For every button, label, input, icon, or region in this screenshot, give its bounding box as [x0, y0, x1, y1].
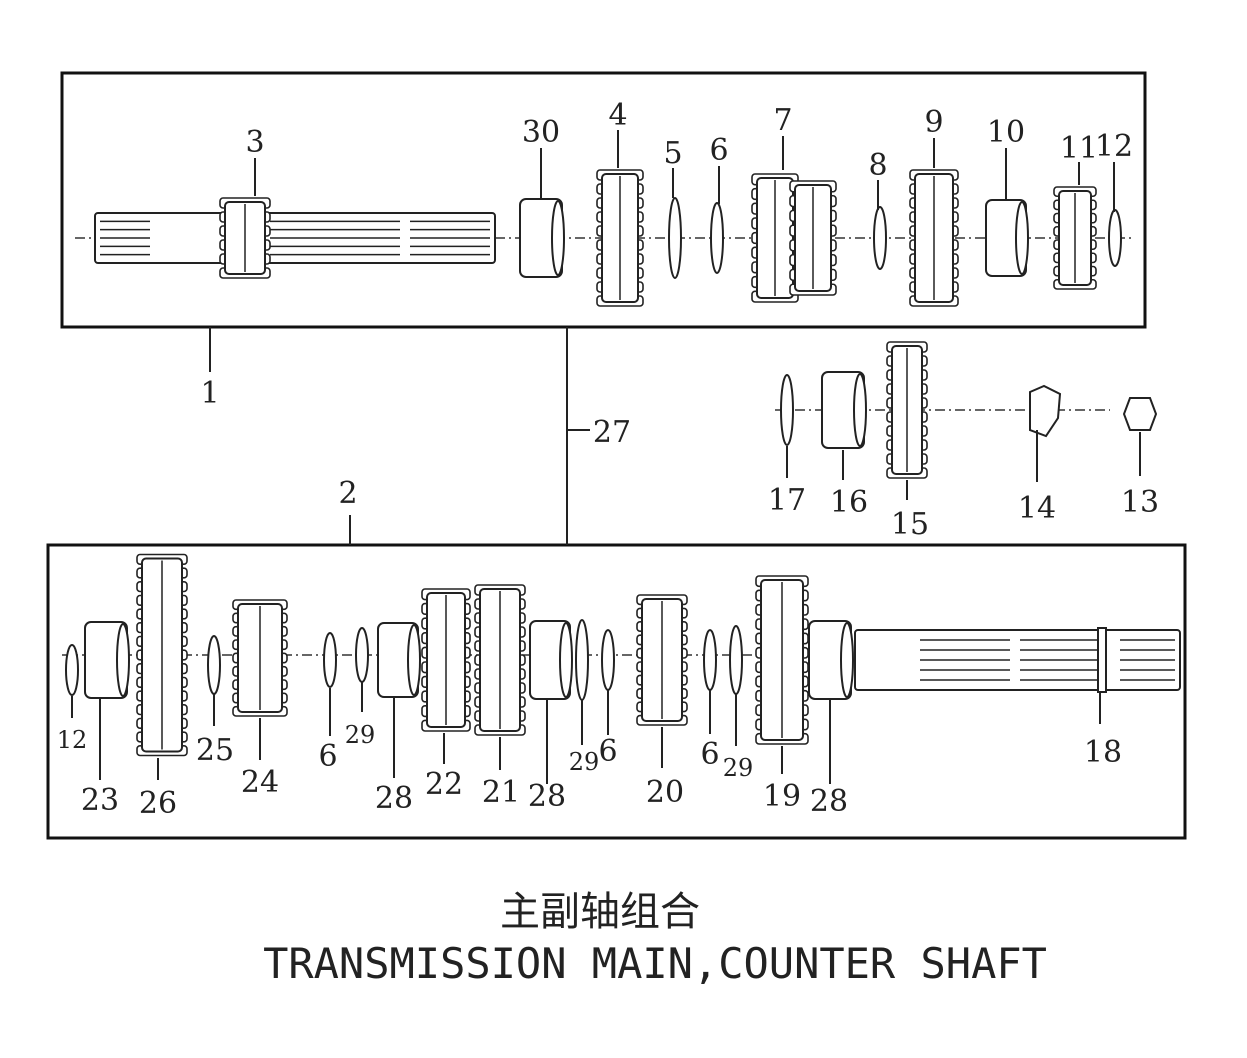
washer-6 [710, 202, 724, 274]
callout-20: 20 [646, 775, 684, 810]
washer-17 [780, 374, 794, 446]
callout-10: 10 [987, 115, 1025, 150]
callout-1: 1 [200, 376, 219, 411]
bearing-28-c [808, 620, 854, 700]
callout-29-a: 29 [345, 721, 376, 749]
callout-28-b: 28 [528, 779, 566, 814]
circlip-29-c [729, 625, 743, 695]
callout-4: 4 [608, 98, 627, 133]
washer-12 [1108, 209, 1122, 267]
gear-19 [755, 575, 809, 745]
bearing-28-b [529, 620, 573, 700]
counter-shaft [854, 629, 1181, 691]
gear-4 [596, 169, 644, 307]
callout-6-a: 6 [318, 739, 337, 774]
bearing-10 [985, 199, 1029, 277]
gear-21 [474, 584, 526, 736]
callout-30: 30 [522, 115, 560, 150]
circlip-5 [668, 197, 682, 279]
callout-27: 27 [593, 415, 631, 450]
gear-26 [136, 553, 188, 757]
callout-12: 12 [1095, 129, 1133, 164]
washer-6-b [601, 629, 615, 691]
callout-19: 19 [763, 779, 801, 814]
gear-22 [421, 588, 471, 732]
callout-13: 13 [1121, 485, 1159, 520]
callout-11: 11 [1060, 131, 1098, 166]
callout-29-c: 29 [723, 754, 754, 782]
main-shaft-frame [60, 71, 1147, 329]
callout-16: 16 [830, 485, 868, 520]
shaft-collar-18 [1097, 627, 1107, 693]
callout-6-b: 6 [598, 734, 617, 769]
callout-24: 24 [241, 765, 279, 800]
callout-18: 18 [1084, 735, 1122, 770]
callout-28-a: 28 [375, 781, 413, 816]
callout-17: 17 [768, 483, 806, 518]
callout-2: 2 [338, 476, 357, 511]
washer-6-c [703, 629, 717, 691]
callout-29-b: 29 [569, 748, 600, 776]
parts-group [65, 169, 1181, 757]
callout-26: 26 [139, 786, 177, 821]
washer-6-a [323, 632, 337, 688]
lock-washer-14 [1029, 384, 1062, 438]
counter-shaft-frame [46, 543, 1187, 840]
title-chinese: 主副轴组合 [500, 889, 700, 935]
callout-8: 8 [868, 148, 887, 183]
callout-21: 21 [482, 775, 520, 810]
circlip-29-a [355, 627, 369, 683]
callout-7: 7 [773, 103, 792, 138]
bearing-28-a [377, 622, 421, 698]
callout-6-c: 6 [700, 737, 719, 772]
bearing-30 [519, 198, 565, 278]
callout-25: 25 [196, 733, 234, 768]
callout-22: 22 [425, 767, 463, 802]
callout-12-bottom: 12 [57, 726, 88, 754]
callout-3: 3 [245, 125, 264, 160]
callout-28-c: 28 [810, 784, 848, 819]
callout-23: 23 [81, 783, 119, 818]
leader-lines [71, 130, 1141, 784]
callout-6: 6 [709, 133, 728, 168]
callout-5: 5 [663, 136, 682, 171]
nut-13 [1122, 397, 1158, 431]
gear-24 [232, 599, 288, 717]
circlip-29-b [575, 619, 589, 701]
sprocket-15 [886, 341, 928, 479]
gear-9 [909, 169, 959, 307]
bearing-16 [821, 371, 867, 449]
gear-11 [1053, 186, 1097, 290]
callout-15: 15 [891, 507, 929, 542]
gear-3 [219, 197, 271, 279]
bearing-23 [84, 621, 130, 699]
title-english: TRANSMISSION MAIN,COUNTER SHAFT [263, 939, 1047, 988]
main-shaft [94, 212, 496, 264]
callout-14: 14 [1018, 491, 1056, 526]
gear-7 [751, 173, 799, 303]
gear-20 [636, 594, 688, 726]
washer-25 [207, 635, 221, 695]
callout-9: 9 [924, 105, 943, 140]
circlip-8 [873, 206, 887, 270]
washer-12-b [65, 644, 79, 696]
gear-7b [789, 180, 837, 296]
